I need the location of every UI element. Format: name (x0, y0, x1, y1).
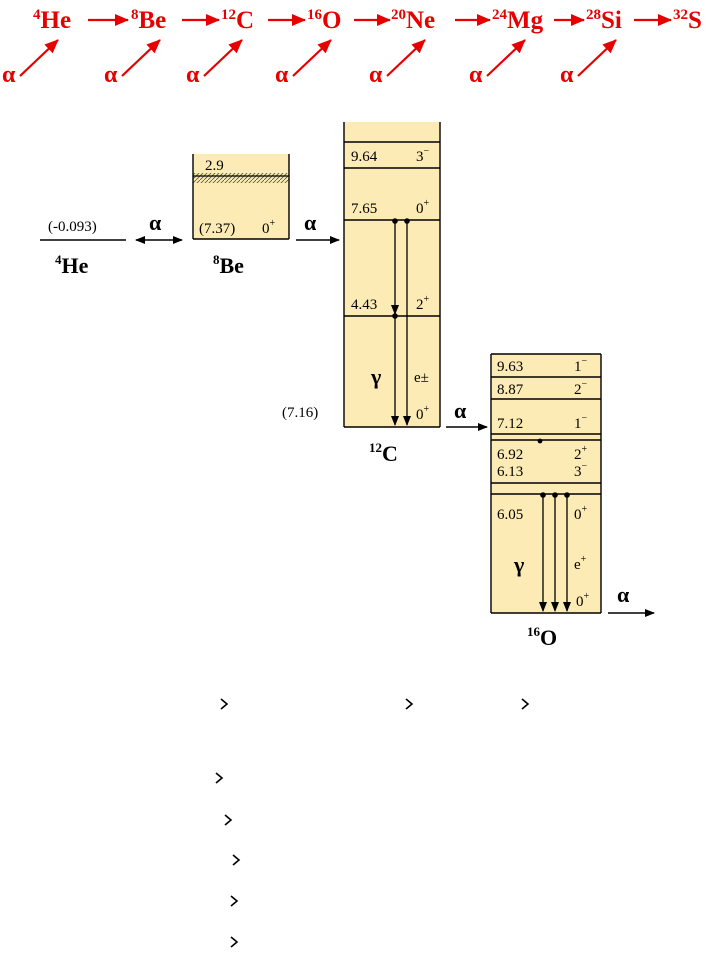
be8-label: 8Be (213, 252, 244, 278)
chain-alpha-arrow-6 (486, 39, 526, 77)
o16-pair-label: e+ (574, 554, 587, 573)
o16-spin-1m: 1− (574, 413, 588, 432)
chain-nucleus-he4: 4He (33, 7, 71, 34)
be8-box: 2.9 (7.37) 0+ 8Be (192, 154, 290, 278)
chevron-right-icon[interactable] (226, 934, 242, 950)
o16-spin-0p: 0+ (574, 504, 588, 523)
c12-label: 12C (369, 440, 398, 466)
alpha-label-2: α (304, 210, 317, 235)
chain-alpha-6: α (469, 62, 483, 88)
o16-box: 9.63 1− 8.87 2− 7.12 1− 6.92 2+ 6.13 3− … (490, 353, 602, 650)
be8-level-top: 2.9 (205, 158, 224, 174)
alpha-label-4: α (617, 582, 630, 607)
chevron-right-icon[interactable] (220, 812, 236, 828)
chain-nucleus-o16: 16O (307, 7, 341, 34)
chain-alpha-5: α (369, 62, 383, 88)
chain-nucleus-mg24: 24Mg (492, 7, 544, 34)
chain-nucleus-ne20: 20Ne (391, 7, 435, 34)
chevron-right-icon[interactable] (517, 696, 533, 712)
be8-ground-energy: (7.37) (199, 221, 235, 237)
c12-box: 9.64 3− 7.65 0+ 4.43 2+ γ e± 0+ (7.16) 1… (282, 122, 441, 466)
chain-alpha-3: α (186, 62, 200, 88)
alpha-capture-chain: 4He 8Be 12C 16O 20Ne 24Mg 28Si 32S (2, 7, 702, 88)
c12-level-9-64: 9.64 (351, 149, 378, 165)
chain-nucleus-be8: 8Be (131, 7, 166, 34)
o16-spin-3m: 3− (574, 461, 588, 480)
chain-alpha-7: α (560, 62, 574, 88)
o16-level-8-87: 8.87 (497, 382, 524, 398)
o16-level-6-92: 6.92 (497, 447, 523, 463)
o16-level-6-05: 6.05 (497, 507, 523, 523)
c12-ground-spin: 0+ (416, 404, 430, 423)
chain-alpha-arrow-7 (577, 39, 617, 77)
chain-alpha-2: α (104, 62, 118, 88)
o16-level-9-63: 9.63 (497, 359, 523, 375)
chevron-right-icon[interactable] (401, 696, 417, 712)
alpha-label-1: α (149, 210, 162, 235)
chain-nucleus-c12: 12C (221, 7, 254, 34)
o16-level-7-12: 7.12 (497, 416, 523, 432)
be8-ground-spin: 0+ (262, 218, 276, 237)
chain-alpha-arrow-4 (292, 39, 332, 77)
chain-nucleus-s32: 32S (673, 7, 702, 34)
chain-alpha-arrow-5 (386, 39, 426, 77)
o16-spin-1m-top: 1− (574, 356, 588, 375)
he4-label: 4He (55, 252, 89, 278)
o16-spin-2p: 2+ (574, 444, 588, 463)
o16-spin-2m: 2− (574, 379, 588, 398)
chevron-right-icon[interactable] (228, 852, 244, 868)
chain-alpha-arrow-3 (203, 39, 243, 77)
chain-alpha-1: α (2, 62, 16, 88)
o16-gamma-label: γ (513, 552, 524, 577)
alpha-label-3: α (454, 398, 467, 423)
c12-level-7-65: 7.65 (351, 201, 377, 217)
o16-label: 16O (527, 624, 557, 650)
chain-nucleus-si28: 28Si (586, 7, 622, 34)
c12-spin-2p: 2+ (416, 294, 430, 313)
chevron-right-icon[interactable] (216, 696, 232, 712)
o16-ground-spin: 0+ (576, 591, 590, 610)
c12-gamma-label: γ (370, 364, 381, 389)
he4-energy-label: (-0.093) (48, 219, 97, 235)
c12-spin-0p-hoyle: 0+ (416, 198, 430, 217)
c12-ground-label: (7.16) (282, 405, 318, 421)
c12-level-4-43: 4.43 (351, 297, 377, 313)
o16-level-6-13: 6.13 (497, 464, 523, 480)
he4-level: (-0.093) 4He (40, 219, 126, 278)
energy-level-scheme: (-0.093) 4He α 2.9 (7.37) 0+ 8Be α (40, 122, 655, 650)
c12-spin-3m: 3− (416, 146, 430, 165)
c12-pair-label: e± (414, 370, 429, 386)
chain-alpha-4: α (275, 62, 289, 88)
chain-alpha-arrow-1 (19, 39, 59, 77)
chevron-right-icon[interactable] (211, 770, 227, 786)
chevron-right-icon[interactable] (226, 893, 242, 909)
chain-alpha-arrow-2 (121, 39, 161, 77)
